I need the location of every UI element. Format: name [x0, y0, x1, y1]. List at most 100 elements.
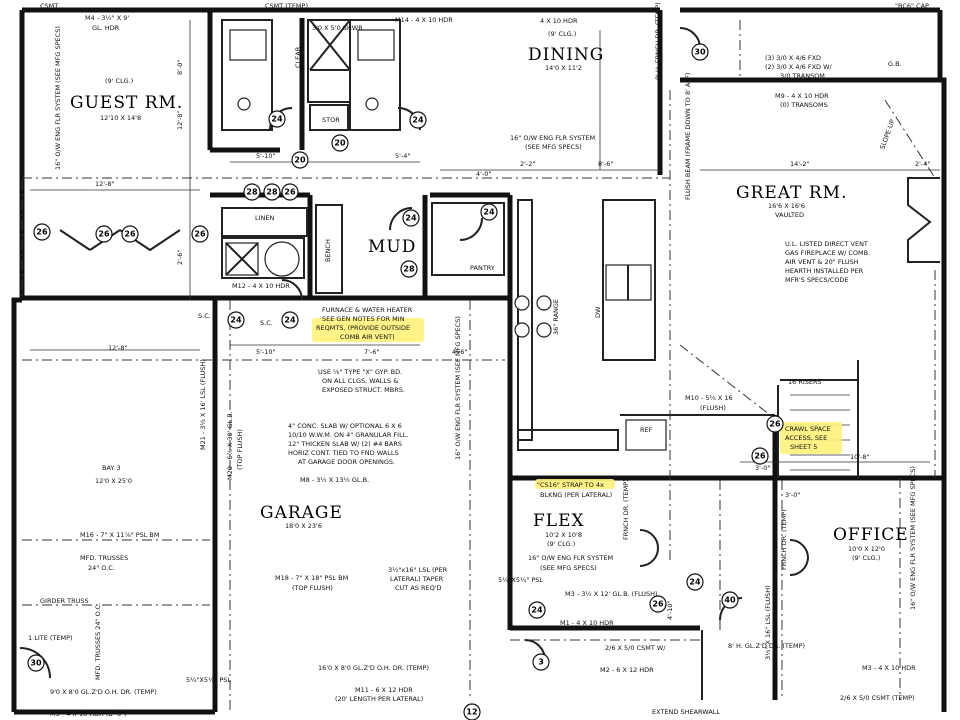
exterior-walls	[11, 7, 947, 715]
svg-text:26: 26	[652, 600, 664, 609]
label-slope: SLOPE UP	[878, 118, 896, 150]
room-name-garage: GARAGE	[260, 503, 343, 523]
hdr-m8: M8 - 3½ X 13½ GL.B.	[300, 476, 369, 484]
room-size-great: 16'6 X 16'6	[768, 202, 805, 210]
note-furnace-2: SEE GEN NOTES FOR MIN	[322, 315, 405, 323]
dim-2: 5'-4"	[395, 152, 410, 160]
tag-30-b: 30	[27, 654, 45, 672]
tag-12: 12	[463, 703, 481, 720]
label-dw: DW	[594, 306, 602, 318]
general-notes: 16" O/W ENG FLR SYSTEM (SEE MFG SPECS) 1…	[50, 2, 917, 716]
note-slab-2: 10/10 W.W.M. ON 4" GRANULAR FILL.	[288, 431, 408, 439]
highlights	[312, 318, 842, 489]
dim-5: 2'-2"	[520, 160, 535, 168]
dim-3: 12'-8"	[95, 180, 115, 188]
svg-text:20: 20	[294, 156, 306, 165]
room-name-dining: DINING	[528, 45, 604, 65]
dim-14: 10'-8"	[850, 453, 870, 461]
note-slab-1: 4" CONC. SLAB W/ OPTIONAL 6 X 6	[288, 422, 402, 430]
hdr-psl2: 5¼"X5¼" PSL	[186, 676, 231, 684]
hdr-truss-oc: 24" O.C.	[88, 564, 115, 572]
note-glzd-dr: 8' H. GL.Z'D DR. (TEMP)	[728, 642, 805, 650]
dim-1: 5'-10"	[256, 152, 276, 160]
tag-24-h: 24	[686, 573, 704, 591]
note-floor-mid: 16" O/W ENG FLR SYSTEM (SEE MFG SPECS)	[454, 316, 462, 460]
callout-tags: 26 26 26 26 26 26 26 26 20 20 28 28 28 2…	[27, 43, 784, 720]
label-bench: BENCH	[324, 239, 332, 262]
tag-24-g: 24	[528, 601, 546, 619]
svg-text:24: 24	[271, 115, 283, 124]
room-name-flex: FLEX	[533, 511, 585, 531]
label-linen: LINEN	[255, 214, 275, 222]
note-lsl-2: LATERAL) TAPER	[390, 575, 444, 583]
tag-3: 3	[532, 653, 550, 671]
svg-text:24: 24	[689, 578, 701, 587]
room-name-mud: MUD	[368, 237, 416, 257]
hdr-dining: 4 X 10 HDR	[540, 17, 578, 25]
hdr-m10b: (FLUSH)	[700, 404, 726, 412]
svg-text:26: 26	[754, 452, 766, 461]
note-oh-door-1: 16'0 X 8'0 GL.Z'D O.H. DR. (TEMP)	[318, 664, 429, 672]
note-furnace-4: COMB AIR VENT)	[340, 333, 395, 341]
dimension-lines	[30, 20, 940, 463]
svg-text:28: 28	[266, 188, 278, 197]
label-sc-2: S.C.	[198, 312, 211, 320]
svg-text:26: 26	[124, 230, 136, 239]
hdr-m18b: (TOP FLUSH)	[292, 584, 333, 592]
note-furnace-3: REQMTS. (PROVIDE OUTSIDE	[316, 324, 410, 332]
note-fp-4: HEARTH INSTALLED PER	[785, 267, 864, 275]
dim-7: 14'-2"	[790, 160, 810, 168]
tag-26-b: 26	[95, 225, 113, 243]
svg-text:24: 24	[284, 316, 296, 325]
hdr-m2: M2 - 6 X 12 HDR	[600, 666, 654, 674]
tag-28-a: 28	[243, 183, 261, 201]
label-gb: G.B.	[888, 60, 902, 68]
dim-10: 7'-6"	[364, 348, 379, 356]
hdr-m12: M12 - 4 X 10 HDR	[232, 282, 290, 290]
room-size-office: 10'0 X 12'0	[848, 545, 885, 553]
hdr-m1: M1 - 4 X 10 HDR	[560, 619, 614, 627]
tag-26-f: 26	[751, 447, 769, 465]
label-risers: 16 RISERS	[788, 378, 822, 386]
svg-text:26: 26	[769, 420, 781, 429]
hdr-m9b: (0) TRANSOMS	[780, 101, 828, 109]
svg-text:24: 24	[483, 208, 495, 217]
note-csmt-a: 2/6 X 5/0 CSMT W/	[605, 644, 666, 652]
interior-walls	[221, 19, 940, 478]
dim-8: 2'-4"	[915, 160, 930, 168]
label-range: 36" RANGE	[552, 299, 560, 335]
tag-24-c: 24	[402, 209, 420, 227]
hdr-m20b: (TOP FLUSH)	[236, 429, 244, 470]
dim-9: 5'-10"	[256, 348, 276, 356]
room-labels: GUEST RM. (9' CLG.) 12'10 X 14'8 DINING …	[70, 30, 908, 562]
dim-6: 8'-6"	[598, 160, 613, 168]
svg-text:30: 30	[694, 48, 706, 57]
note-frnch-office: FRNCH DR. (TEMP)	[780, 509, 788, 570]
hdr-m5: M5 - 4 X 10 HDR (B'-6")	[50, 710, 127, 718]
svg-text:24: 24	[230, 316, 242, 325]
note-floor-office: 16" O/W ENG FLR SYSTEM (SEE MFG SPECS)	[909, 466, 917, 610]
room-ceiling-office: (9' CLG.)	[852, 554, 880, 562]
label-sc-1: S.C.	[260, 319, 273, 327]
note-fp-5: MFR'S SPECS/CODE	[785, 276, 849, 284]
hdr-m11b: (20' LENGTH PER LATERAL)	[335, 695, 423, 703]
hdr-csmt2: CSMT (TEMP)	[265, 2, 308, 10]
note-gyp-3: EXPOSED STRUCT. MBRS.	[322, 386, 405, 394]
tag-28-b: 28	[263, 183, 281, 201]
hdr-gl: GL. HDR	[92, 24, 120, 32]
tag-26-a: 26	[33, 223, 51, 241]
tag-26-d: 26	[191, 225, 209, 243]
note-frnch-dr: 8' H. FRNCH DR. (TEMP)	[654, 2, 662, 80]
note-crawl-2: ACCESS, SEE	[785, 434, 827, 442]
note-crawl-1: CRAWL SPACE	[785, 425, 831, 433]
note-fp-3: AIR VENT & 20" FLUSH	[785, 258, 859, 266]
note-furnace-1: FURNACE & WATER HEATER	[322, 306, 413, 314]
note-fxd-1: (3) 3/0 X 4/6 FXD	[765, 54, 821, 62]
room-size-garage: 18'0 X 23'6	[285, 522, 322, 530]
svg-text:28: 28	[246, 188, 258, 197]
room-name-guest: GUEST RM.	[70, 93, 183, 113]
note-floor-flex: 16" O/W ENG FLR SYSTEM	[528, 554, 613, 562]
note-floor-guest: 16" O/W ENG FLR SYSTEM (SEE MFG SPECS)	[54, 26, 62, 170]
label-ref: REF	[640, 426, 653, 434]
fireplace-outline	[907, 177, 940, 263]
